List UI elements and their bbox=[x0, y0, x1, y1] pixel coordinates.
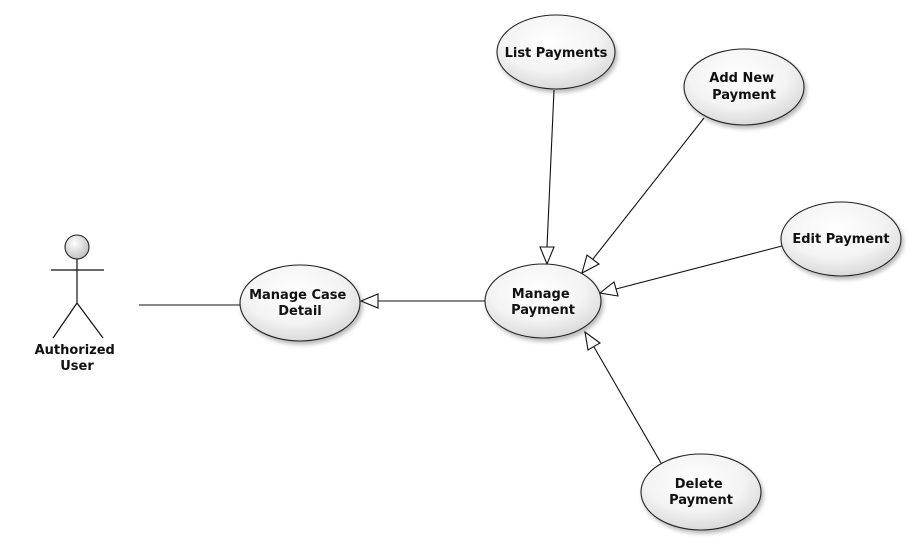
use-case-list-payments-label-line-1: List Payments bbox=[505, 46, 608, 61]
arrowhead-from-list-payments bbox=[539, 246, 555, 266]
use-case-manage-payment-label-line-1: Manage bbox=[512, 287, 570, 302]
use-case-delete-payment-ellipse bbox=[640, 453, 762, 531]
use-case-list-payments[interactable]: List Payments bbox=[496, 14, 616, 90]
actor-label-line-2: User bbox=[60, 359, 94, 374]
generalization-edit-payment-to-manage-payment bbox=[615, 245, 783, 290]
use-case-manage-case-detail-ellipse bbox=[239, 264, 361, 342]
use-case-list-payments-label: List Payments bbox=[505, 46, 608, 61]
use-case-manage-payment-ellipse bbox=[484, 263, 602, 339]
actor-right-leg bbox=[76, 302, 104, 339]
use-case-edit-payment-label-line-1: Edit Payment bbox=[792, 232, 889, 247]
use-case-delete-payment[interactable]: Delete Payment bbox=[640, 453, 762, 531]
use-case-list-payments-ellipse bbox=[496, 14, 616, 90]
arrowhead-from-delete-payment bbox=[584, 330, 602, 351]
actor-label-line-1: Authorized bbox=[35, 343, 115, 358]
use-case-manage-case-detail[interactable]: Manage Case Detail bbox=[239, 264, 361, 342]
use-case-delete-payment-label: Delete Payment bbox=[669, 477, 733, 508]
actor-label: Authorized User bbox=[35, 343, 120, 374]
actor-head bbox=[64, 234, 90, 260]
use-case-add-new-payment-label-line-2: Payment bbox=[712, 88, 776, 103]
use-case-manage-payment-label: Manage Payment bbox=[511, 287, 575, 318]
generalization-add-new-payment-to-manage-payment bbox=[592, 117, 705, 260]
use-case-add-new-payment-label: Add New Payment bbox=[709, 71, 778, 103]
use-case-manage-case-detail-label-line-1: Manage Case bbox=[249, 288, 346, 303]
arrowheads bbox=[359, 246, 619, 351]
use-case-manage-payment-label-line-2: Payment bbox=[511, 303, 575, 318]
use-case-manage-case-detail-label-line-2: Detail bbox=[278, 304, 322, 319]
use-case-edit-payment-ellipse bbox=[780, 201, 902, 277]
actor-authorized-user[interactable]: Authorized User bbox=[35, 234, 120, 374]
actor-left-leg bbox=[52, 302, 78, 339]
use-case-add-new-payment-label-line-1: Add New bbox=[709, 71, 774, 86]
arrowhead-to-manage-case-detail bbox=[359, 293, 379, 309]
use-case-delete-payment-label-line-2: Payment bbox=[669, 493, 733, 508]
generalization-delete-payment-to-manage-payment bbox=[593, 346, 662, 464]
arrowhead-from-add-new-payment bbox=[581, 254, 601, 275]
use-case-manage-case-detail-label: Manage Case Detail bbox=[249, 288, 351, 319]
use-case-add-new-payment[interactable]: Add New Payment bbox=[683, 48, 805, 126]
use-case-delete-payment-label-line-1: Delete bbox=[675, 477, 723, 492]
use-case-manage-payment[interactable]: Manage Payment bbox=[484, 263, 602, 339]
use-case-add-new-payment-ellipse bbox=[683, 48, 805, 126]
use-case-edit-payment-label: Edit Payment bbox=[792, 232, 889, 247]
use-case-edit-payment[interactable]: Edit Payment bbox=[780, 201, 902, 277]
edges bbox=[139, 89, 783, 464]
arrowhead-from-edit-payment bbox=[598, 281, 619, 297]
generalization-list-payments-to-manage-payment bbox=[546, 89, 555, 248]
